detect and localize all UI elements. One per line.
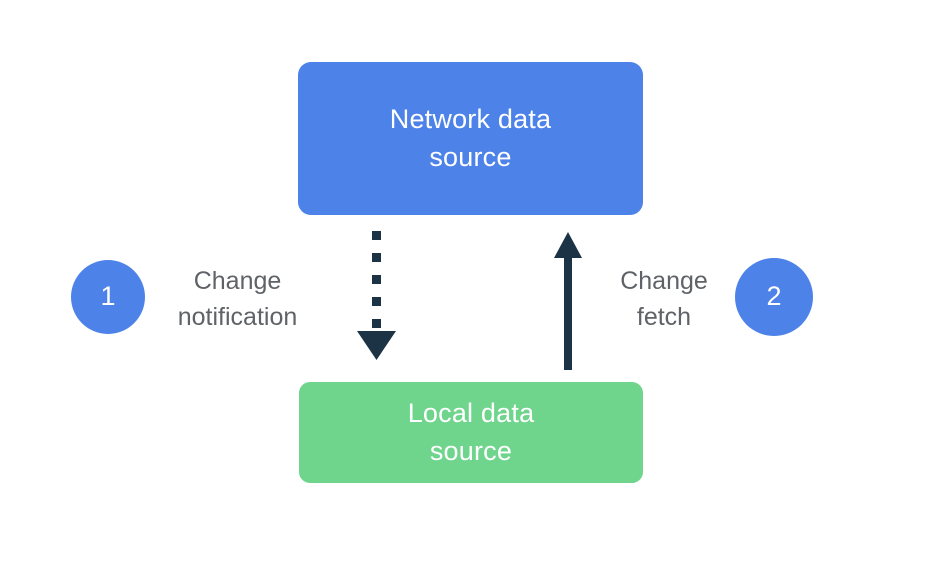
node-network-data-source[interactable]: Network data source <box>298 62 643 215</box>
arrow-change-notification-down-dotted <box>357 231 396 360</box>
step-badge-2-number: 2 <box>766 280 782 311</box>
node-local-data-source-label: Local data source <box>407 398 535 466</box>
step-badge-1[interactable]: 1 <box>71 260 145 334</box>
node-network-data-source-label: Network data source <box>389 104 552 172</box>
node-local-data-source[interactable]: Local data source <box>299 382 643 483</box>
edge-label-change-notification: Change notification <box>177 267 298 331</box>
edge-label-change-fetch: Change fetch <box>620 267 708 331</box>
step-badge-2[interactable]: 2 <box>735 258 813 336</box>
arrow-change-fetch-up-solid <box>554 232 582 370</box>
step-badge-1-number: 1 <box>100 280 116 311</box>
